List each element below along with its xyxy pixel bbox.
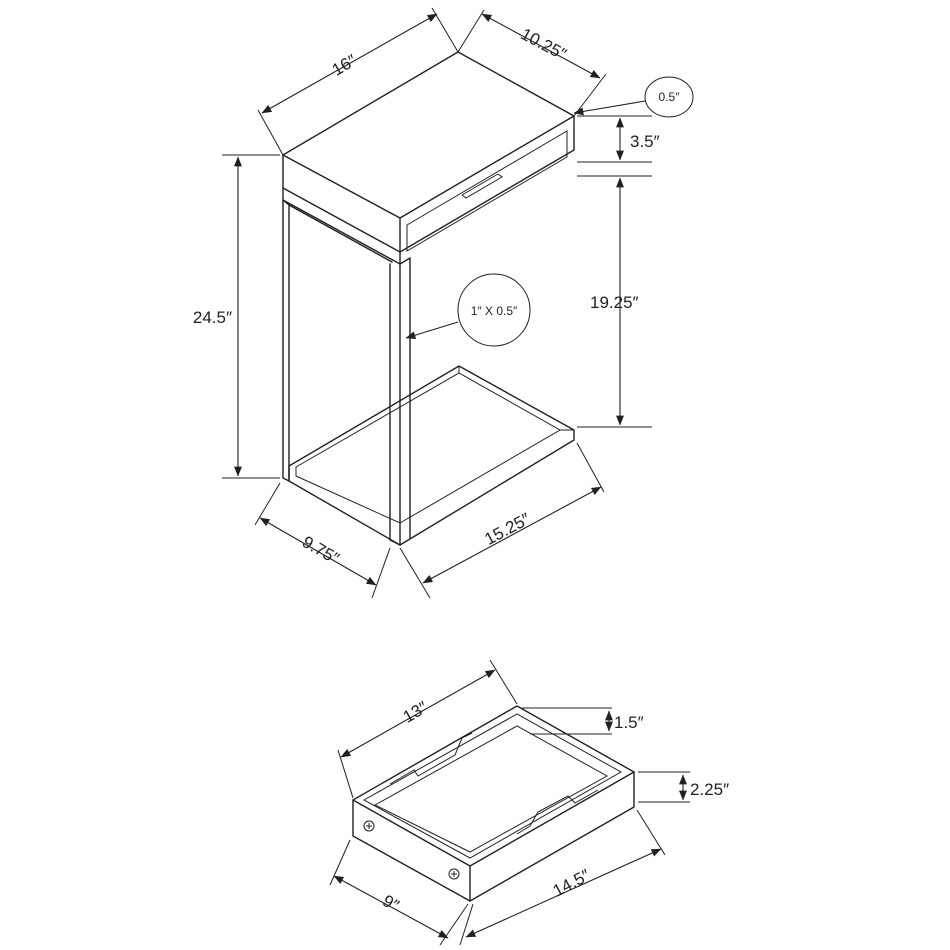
back-leg	[282, 199, 290, 482]
label-overall-height: 24.5″	[193, 308, 232, 327]
drawer-cutout-right	[516, 789, 599, 835]
callout-bubble-leg-profile	[457, 273, 531, 347]
front-leg	[389, 263, 401, 546]
dim-line-base-width	[259, 517, 377, 586]
label-top-thickness: 0.5″	[659, 90, 681, 104]
drawer-drawing	[352, 705, 635, 902]
label-clearance-height: 19.25″	[590, 293, 639, 312]
drawer-dimension-lines	[333, 669, 687, 939]
table-callouts	[405, 76, 694, 347]
table-extension-lines	[222, 7, 652, 599]
label-height: 2.25″	[690, 780, 729, 799]
table-top-side-edge	[399, 115, 575, 253]
table-top-front-edge	[282, 154, 401, 253]
apron	[282, 187, 401, 265]
dim-line-top-width	[261, 13, 438, 114]
callout-bubble-top-thickness	[644, 76, 694, 118]
label-drawer-height: 3.5″	[630, 132, 660, 151]
label-base-depth: 15.25″	[482, 509, 534, 549]
drawer-outer-rim	[352, 705, 635, 867]
drawer-screw-right	[448, 868, 460, 880]
dim-line-width	[333, 875, 449, 939]
dim-line-top-depth	[481, 13, 601, 79]
label-top-width: 16″	[329, 51, 360, 80]
drawer-cutout-left	[389, 732, 473, 785]
leader-top-thickness	[573, 100, 646, 116]
dim-line-length	[465, 848, 662, 938]
drawer-front	[406, 130, 568, 252]
label-top-depth: 10.25″	[518, 24, 570, 64]
label-inner-length: 13″	[400, 698, 431, 727]
dim-line-inner-length	[340, 669, 496, 758]
leader-leg-profile	[405, 321, 459, 340]
drawer-labels: 13″ 1.5″ 2.25″ 9″ 14.5″	[379, 698, 729, 916]
dim-line-base-depth	[422, 486, 602, 584]
table-dimension-lines	[234, 13, 624, 586]
side-table-drawing	[282, 51, 575, 546]
base-frame	[288, 365, 575, 546]
base-frame-rail	[458, 366, 574, 431]
label-cutout-depth: 1.5″	[614, 713, 644, 732]
table-labels: 16″ 10.25″ 0.5″ 3.5″ 24.5″ 1″ X 0.5″ 19.…	[193, 24, 680, 568]
drawer-front-face	[352, 799, 471, 902]
base-frame-inner	[295, 372, 562, 524]
label-base-width: 9.75″	[299, 532, 342, 568]
label-length: 14.5″	[550, 866, 593, 901]
drawer-screw-left	[363, 820, 375, 832]
drawer-handle	[461, 173, 503, 199]
label-leg-profile: 1″ X 0.5″	[471, 304, 518, 318]
front-leg-inner	[399, 257, 411, 539]
